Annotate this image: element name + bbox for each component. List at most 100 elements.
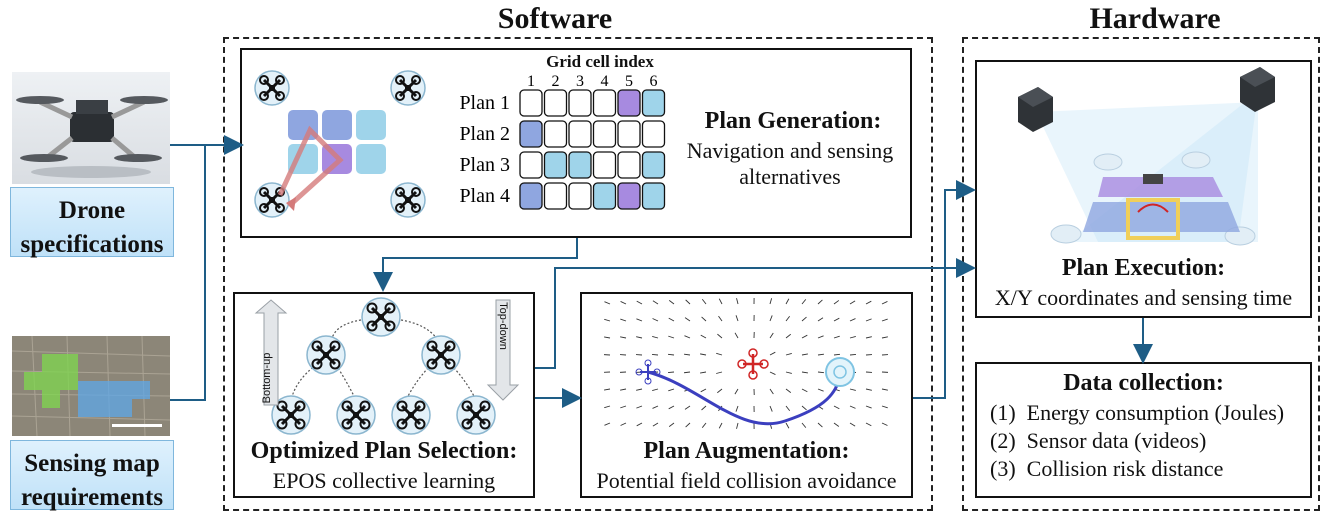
field-vector [701,405,707,411]
plan-augmentation-desc: Potential field collision avoidance [596,468,897,493]
grid-cell [568,151,592,179]
arrow-generation-to-selection [373,238,578,292]
field-vector [651,353,659,356]
field-vector [817,353,825,356]
sensing-map-image [12,336,170,436]
field-vector [881,318,888,322]
field-vector [716,352,723,356]
field-vector [636,300,643,305]
field-vector [849,318,856,322]
field-vector [833,300,840,305]
field-vector [769,405,773,412]
field-vector [683,353,691,356]
field-vector [620,388,627,391]
field-vector [620,301,627,305]
field-vector [716,371,723,374]
data-collection-item: (2) Sensor data (videos) [990,428,1207,453]
field-vector [817,371,825,374]
field-vector [636,405,643,409]
field-vector [833,317,840,322]
field-vector [865,422,872,427]
grid-cell [617,89,641,117]
field-vector [620,318,627,322]
sensing-map-requirements-label: Sensing map requirements [10,440,174,511]
field-vector [620,405,627,409]
plan-generation-drone-grid [253,69,427,219]
field-vector [769,371,776,375]
field-vector [801,299,807,305]
grid-cell-index-title: Grid cell index [546,52,654,71]
field-vector [785,388,792,393]
field-vector [636,318,643,322]
field-vector [785,315,791,322]
grid-cell [543,89,568,117]
grid-cell [592,151,617,179]
grid-column-index: 1 [527,73,535,90]
field-vector [620,336,627,339]
camera-icon [1018,87,1053,132]
field-vector [801,405,807,411]
grid-cell [617,151,641,179]
grid-column-index: 4 [601,73,609,90]
field-vector [668,317,675,322]
field-vector [684,317,691,322]
grid-cell [568,120,592,148]
grid-cell [641,120,666,148]
field-vector [604,336,611,339]
field-vector [785,298,790,305]
grid-cell [568,89,592,117]
field-vector [604,388,611,391]
field-vector [769,332,774,339]
field-vector [849,300,856,305]
grid-cell [592,120,617,148]
field-vector [667,353,675,356]
field-vector [769,388,774,395]
field-vector [734,332,739,339]
target-drone-icon [825,357,855,387]
potential-field-plot [603,297,889,430]
field-vector [769,298,773,305]
field-vector [736,298,739,305]
grid-cell [641,182,666,210]
grid-column-index: 3 [576,73,584,90]
field-vector [636,388,643,391]
field-vector [817,317,824,322]
field-vector [881,388,888,391]
field-vector [801,334,808,339]
field-vector [734,388,739,395]
field-vector [652,318,659,322]
field-vector [833,353,841,356]
arrow-augmentation-to-execution [913,180,976,399]
field-vector [701,298,707,305]
field-vector [700,334,707,339]
field-vector [865,318,872,322]
field-vector [700,371,707,374]
start-drone-icon [635,359,661,385]
plan-selection-box [233,292,535,498]
data-collection-item: (1) Energy consumption (Joules) [990,400,1285,425]
map-label-line2: requirements [20,484,164,511]
field-vector [718,315,723,322]
grid-cell [543,120,568,148]
field-vector [785,371,792,374]
field-vector [717,388,723,394]
field-vector [881,422,888,426]
field-vector [685,422,691,428]
drone-image [16,96,168,178]
obstacle-drone-icon [737,348,769,380]
field-vector [636,422,643,427]
field-vector [865,336,872,339]
hardware-title: Hardware [1089,2,1221,35]
plan-augmentation-box [580,292,913,498]
field-vector [604,318,611,322]
field-vector [717,333,723,339]
grid-cell [519,151,543,179]
field-vector [636,336,643,339]
field-vector [652,405,659,409]
field-vector [684,335,691,339]
plan-selection-desc: EPOS collective learning [272,468,496,493]
field-vector [849,388,856,391]
field-vector [849,405,856,409]
field-vector [736,422,739,429]
field-vector [684,405,691,410]
